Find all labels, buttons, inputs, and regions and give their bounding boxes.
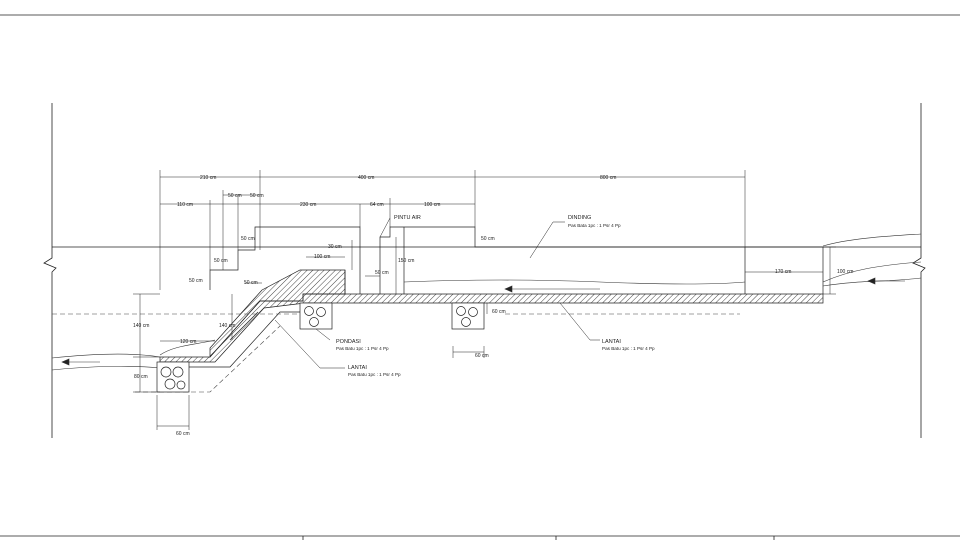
label-dinding: DINDING <box>568 215 591 221</box>
dim-50d: 50 cm <box>214 258 228 264</box>
wall-outlines <box>209 226 824 294</box>
foundation-stones <box>156 302 485 393</box>
label-pondasi: PONDASI <box>336 339 361 345</box>
dim-100-right: 100 cm <box>837 269 853 275</box>
dim-60-left: 60 cm <box>176 431 190 437</box>
sheet-frame <box>0 14 960 540</box>
dim-150: 150 cm <box>398 258 414 264</box>
dim-800: 800 cm <box>600 175 616 181</box>
dashed-lines <box>52 313 740 393</box>
dim-30: 30 cm <box>328 244 342 250</box>
dim-50c: 50 cm <box>241 236 255 242</box>
dim-100-top: 100 cm <box>424 202 440 208</box>
label-lantai-mid: LANTAI <box>348 365 367 371</box>
dim-110: 110 cm <box>177 202 193 208</box>
dim-210: 210 cm <box>200 175 216 181</box>
dim-50e: 50 cm <box>189 278 203 284</box>
dim-50g: 50 cm <box>244 280 258 286</box>
label-pondasi-spec: Pas Batu 1pc : 1 Psr 4 Pp <box>336 346 389 351</box>
concrete-structure <box>159 269 824 363</box>
water-flow <box>51 233 922 371</box>
dim-140a: 140 cm <box>133 323 149 329</box>
dim-170: 170 cm <box>775 269 791 275</box>
label-lantai-right: LANTAI <box>602 339 621 345</box>
dimension-lines <box>133 170 836 430</box>
label-dinding-spec: Pas Bata 1pc : 1 Psr 4 Pp <box>568 223 621 228</box>
dim-120: 120 cm <box>180 339 196 345</box>
dim-80: 80 cm <box>134 374 148 380</box>
label-pintu-air: PINTU AIR <box>394 215 421 221</box>
dim-230: 230 cm <box>300 202 316 208</box>
side-walls <box>43 103 926 438</box>
dim-50f: 50 cm <box>375 270 389 276</box>
dim-50b: 50 cm <box>250 193 264 199</box>
label-lantai-mid-spec: Pas Batu 1pc : 1 Psr 4 Pp <box>348 372 401 377</box>
dim-400: 400 cm <box>358 175 374 181</box>
label-lantai-right-spec: Pas Batu 1pc : 1 Psr 4 Pp <box>602 346 655 351</box>
dim-100-mid: 100 cm <box>314 254 330 260</box>
dimension-texts: 210 cm 400 cm 800 cm 110 cm 50 cm 50 cm … <box>133 175 853 437</box>
dim-50h: 50 cm <box>481 236 495 242</box>
dim-64: 64 cm <box>370 202 384 208</box>
dim-60-mid: 60 cm <box>475 353 489 359</box>
dim-60-right: 60 cm <box>492 309 506 315</box>
annotation-labels: DINDING Pas Bata 1pc : 1 Psr 4 Pp PINTU … <box>336 215 655 377</box>
dim-140b: 140 cm <box>219 323 235 329</box>
dim-50a: 50 cm <box>228 193 242 199</box>
leader-lines <box>274 217 600 369</box>
